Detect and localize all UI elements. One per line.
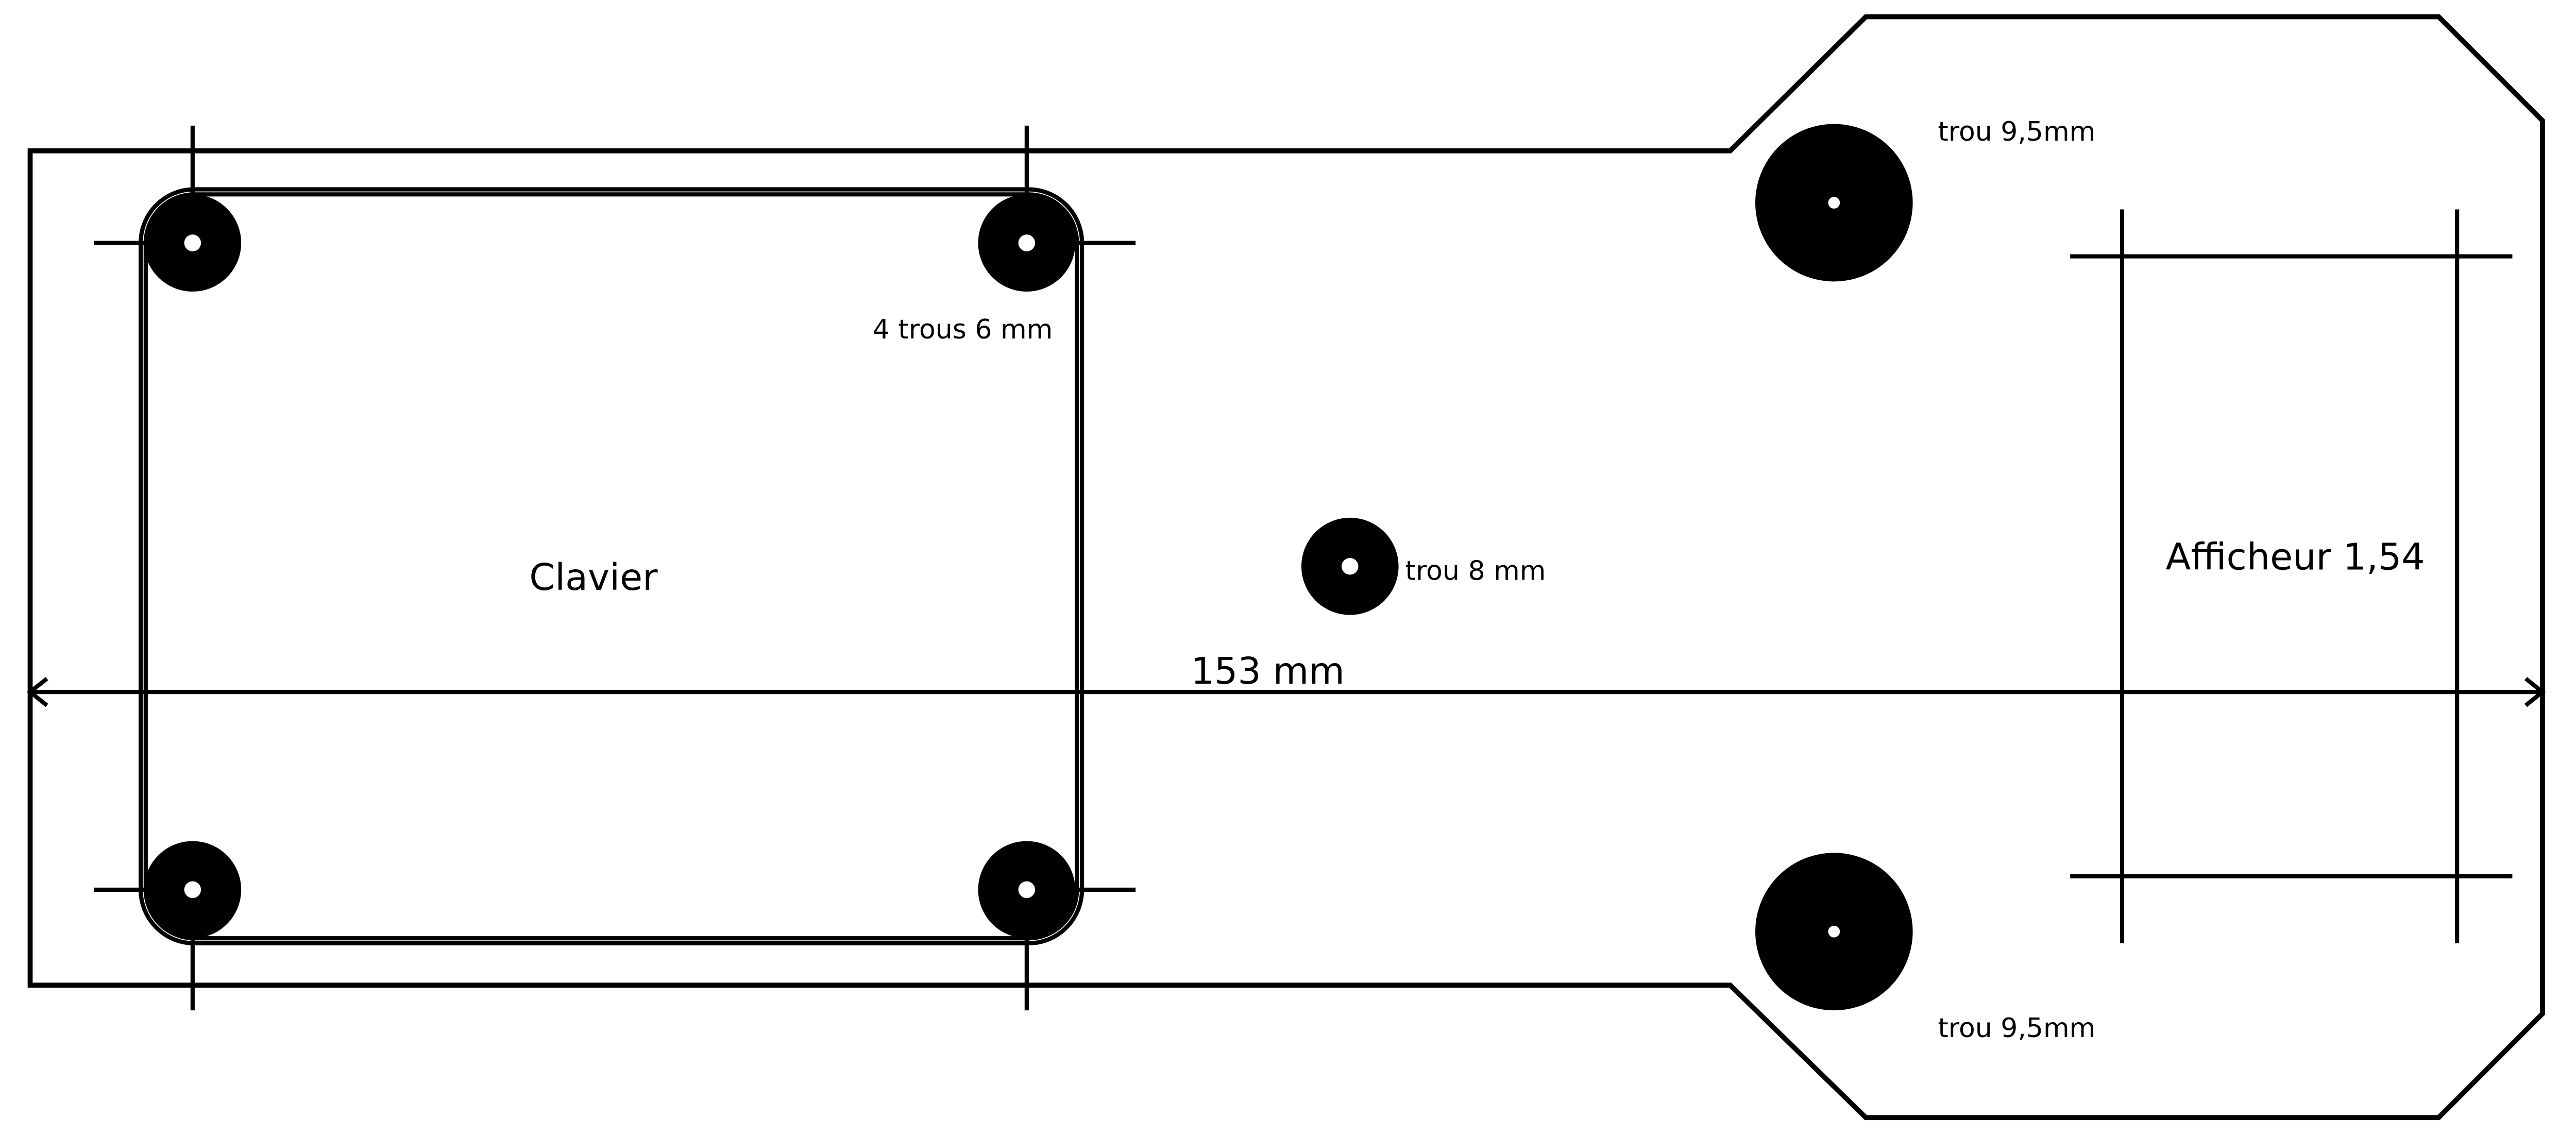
keyboard-hole-bottom-left <box>144 841 242 939</box>
display-label: Afficheur 1,54 <box>2166 536 2425 579</box>
keyboard-label: Clavier <box>529 556 658 599</box>
keyboard-cutout-outer <box>139 187 1084 946</box>
bottom-hole-label: trou 9,5mm <box>1938 1013 2095 1044</box>
display-cutout <box>2070 209 2513 943</box>
center-hole <box>1301 517 1399 615</box>
keyboard-hole-top-left <box>144 194 242 292</box>
bottom-large-hole <box>1755 853 1913 1011</box>
top-large-hole <box>1755 124 1913 282</box>
keyboard-hole-top-right <box>978 194 1076 292</box>
keyboard-holes-label: 4 trous 6 mm <box>873 314 1053 345</box>
panel-outline <box>27 14 2545 1121</box>
width-dimension-line <box>27 676 2546 707</box>
keyboard-cutout-inner <box>143 192 1079 941</box>
width-dimension-label: 153 mm <box>1191 650 1345 692</box>
keyboard-hole-bottom-right <box>978 841 1076 939</box>
center-hole-label: trou 8 mm <box>1405 555 1546 586</box>
top-hole-label: trou 9,5mm <box>1938 116 2095 147</box>
